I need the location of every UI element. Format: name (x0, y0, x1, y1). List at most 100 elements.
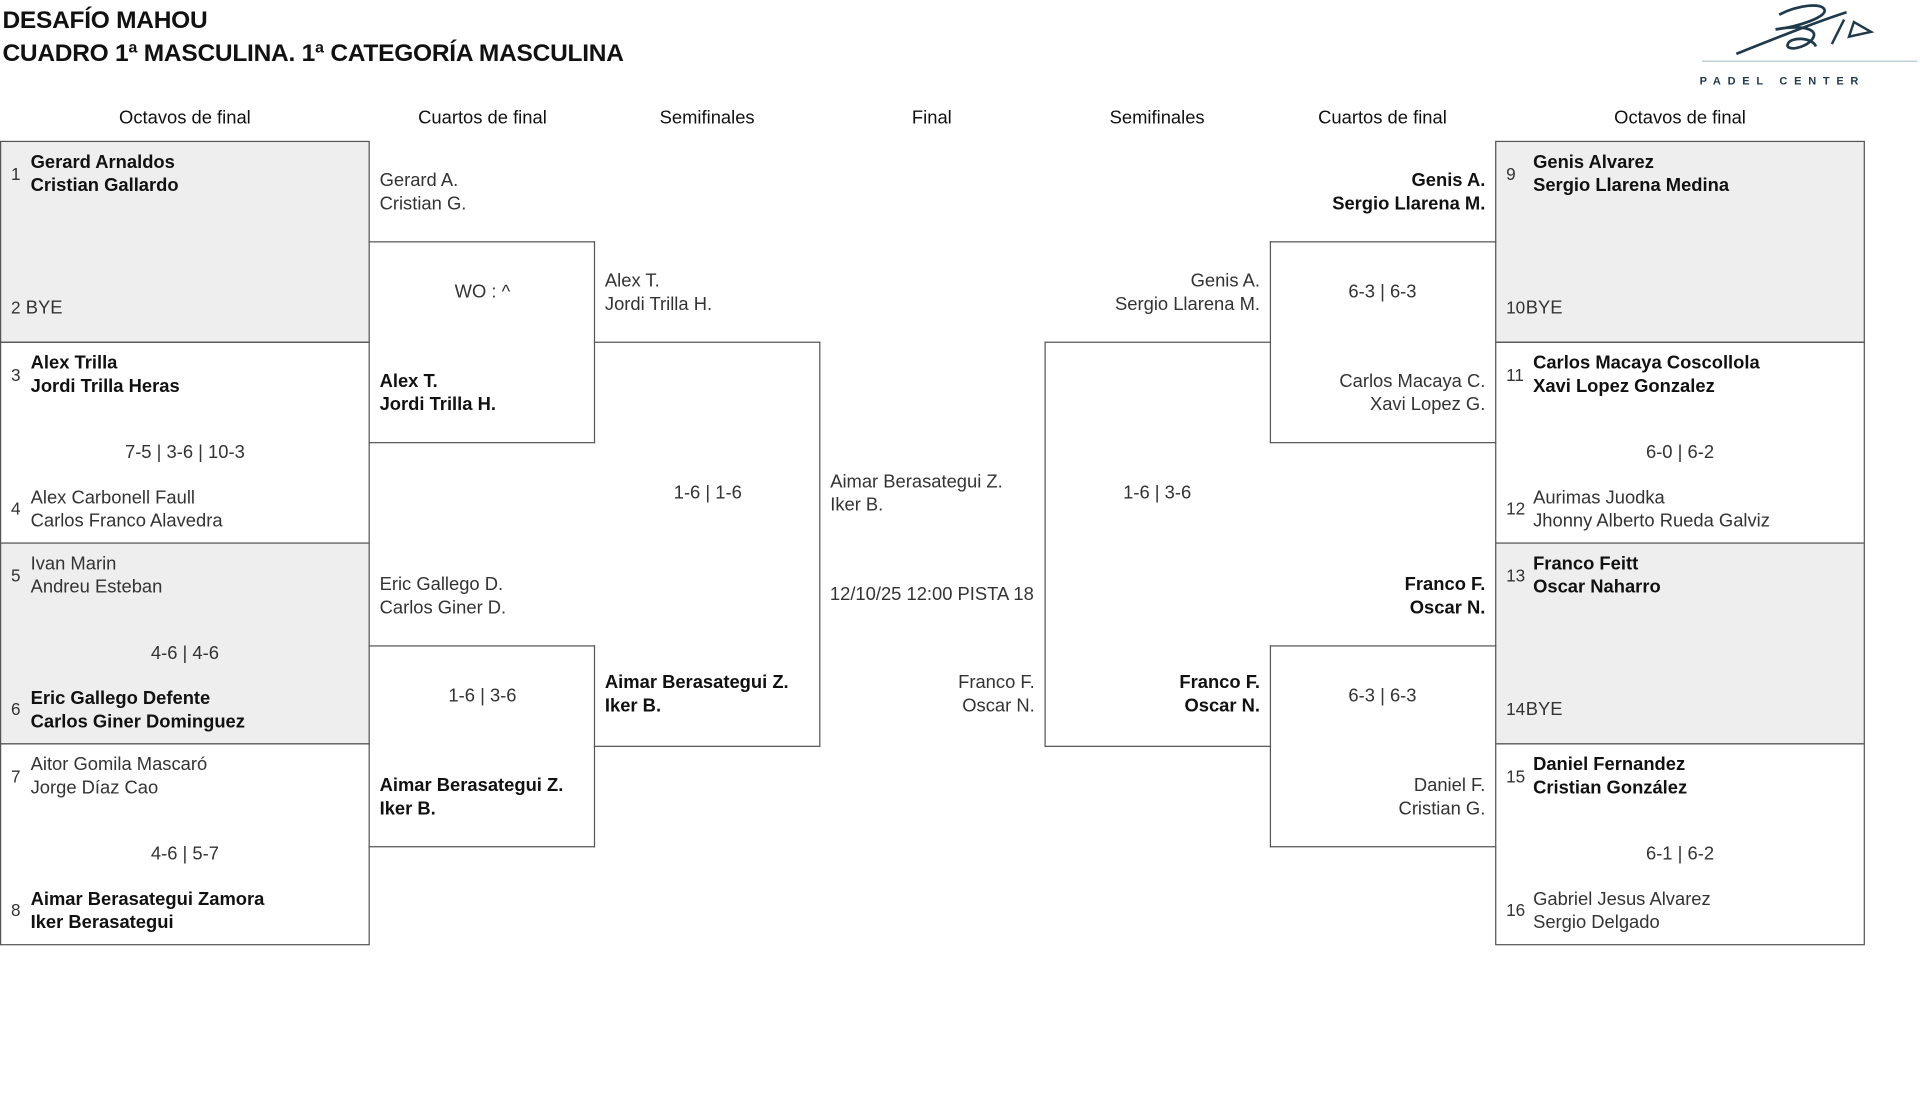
column-header: Octavos de final (1614, 107, 1746, 129)
player-name: Aimar Berasategui Zamora (30, 888, 265, 910)
match-box (0, 542, 370, 745)
finalist-top[interactable]: Aimar Berasategui Z.Iker B. (830, 470, 1003, 517)
player-name: Daniel Fernandez (1533, 754, 1686, 776)
seed-number: 5 (11, 565, 21, 586)
team-entry[interactable]: Aimar Berasategui Z.Iker B. (605, 671, 789, 718)
column-header: Cuartos de final (1318, 107, 1447, 129)
player-name: Carlos Franco Alavedra (30, 510, 223, 532)
match-score: 4-6 | 5-7 (150, 843, 219, 865)
team-entry[interactable]: Franco F.Oscar N. (1405, 573, 1486, 620)
match-score: 1-6 | 1-6 (673, 482, 742, 504)
match-box (1495, 743, 1865, 946)
team-entry[interactable]: BYE (26, 296, 63, 319)
player-name: Alex T. (379, 371, 438, 392)
tournament-title: DESAFÍO MAHOU (2, 7, 208, 35)
player-name: Iker B. (379, 798, 436, 820)
player-name: Genis A. (1190, 270, 1261, 292)
player-name: Aimar Berasategui Z. (830, 471, 1003, 493)
team-entry[interactable]: BYE (1526, 296, 1563, 319)
player-name: Sergio Llarena M. (1115, 293, 1261, 315)
player-name: Franco Feitt (1533, 553, 1639, 575)
player-name: Carlos Giner D. (379, 597, 507, 619)
player-name: Genis A. (1411, 170, 1486, 192)
player-name: Aurimas Juodka (1533, 487, 1665, 509)
final-schedule: 12/10/25 12:00 PISTA 18 (829, 584, 1034, 605)
match-score: 6-3 | 6-3 (1348, 281, 1417, 303)
player-name: Gerard A. (379, 170, 459, 192)
team-entry[interactable]: Franco F.Oscar N. (1179, 671, 1260, 718)
seed-number: 4 (11, 498, 21, 518)
team-entry[interactable]: Alex T.Jordi Trilla H. (380, 370, 496, 417)
team-entry[interactable]: Daniel F.Cristian G. (1399, 774, 1486, 821)
player-name: BYE (1525, 699, 1563, 721)
team-entry[interactable]: Gerard A.Cristian G. (380, 169, 467, 216)
player-name: Carlos Macaya Coscollola (1533, 352, 1760, 374)
player-name: Jordi Trilla H. (379, 394, 496, 416)
player-name: Carlos Giner Dominguez (30, 711, 245, 733)
player-name: Jhonny Alberto Rueda Galviz (1533, 510, 1770, 532)
player-name: Aimar Berasategui Z. (604, 672, 789, 694)
seed-number: 1 (11, 164, 21, 184)
player-name: Sergio Delgado (1533, 912, 1660, 934)
player-name: Xavi Lopez Gonzalez (1533, 375, 1715, 397)
match-score: 1-6 | 3-6 (1123, 482, 1192, 504)
player-name: Oscar N. (962, 695, 1035, 717)
player-name: Andreu Esteban (30, 576, 163, 598)
column-header: Semifinales (1109, 107, 1205, 129)
player-name: Daniel F. (1413, 775, 1486, 796)
seed-number: 8 (11, 900, 21, 920)
player-name: Oscar N. (1184, 695, 1261, 717)
match-box (0, 140, 370, 343)
match-score: 6-0 | 6-2 (1645, 442, 1715, 463)
column-header: Final (911, 107, 952, 129)
player-name: Alex Trilla (30, 352, 118, 374)
player-name: Jordi Trilla H. (604, 293, 713, 315)
player-name: Carlos Macaya C. (1339, 371, 1486, 392)
logo-text: PADEL CENTER (1699, 74, 1866, 87)
player-name: Jordi Trilla Heras (30, 375, 180, 397)
player-name: Gabriel Jesus Alvarez (1533, 888, 1711, 910)
match-score: 6-3 | 6-3 (1348, 685, 1417, 707)
team-entry[interactable]: Eric Gallego D.Carlos Giner D. (380, 573, 507, 620)
seed-number: 3 (11, 364, 21, 385)
column-header: Cuartos de final (418, 107, 547, 129)
player-name: Ivan Marin (30, 553, 117, 575)
team-entry[interactable]: Genis A.Sergio Llarena M. (1332, 169, 1485, 216)
seed-number: 10 (1506, 297, 1526, 318)
player-name: Oscar N. (1409, 597, 1486, 619)
draw-title: CUADRO 1ª MASCULINA. 1ª CATEGORÍA MASCUL… (2, 40, 624, 68)
seed-number: 2 (11, 297, 21, 318)
team-entry[interactable]: BYE (1526, 698, 1563, 721)
finalist-bottom[interactable]: Franco F.Oscar N. (958, 671, 1035, 718)
player-name: Oscar Naharro (1533, 576, 1661, 598)
team-entry[interactable]: Genis A.Sergio Llarena M. (1115, 269, 1260, 316)
player-name: Eric Gallego Defente (30, 688, 211, 709)
seed-number: 16 (1506, 900, 1526, 920)
padel-center-logo: PADEL CENTER (1699, 0, 1920, 87)
seed-number: 13 (1506, 565, 1526, 586)
team-entry[interactable]: Alex T.Jordi Trilla H. (605, 269, 712, 316)
player-name: Iker B. (830, 494, 884, 516)
match-score: 7-5 | 3-6 | 10-3 (124, 442, 245, 463)
seed-number: 7 (11, 766, 21, 787)
player-name: BYE (25, 297, 63, 319)
player-name: Cristian G. (1398, 798, 1486, 820)
team-entry[interactable]: Carlos Macaya C.Xavi Lopez G. (1339, 370, 1485, 417)
signature-logo-icon (1702, 4, 1918, 62)
team-entry[interactable]: Aimar Berasategui Z.Iker B. (380, 774, 564, 821)
seed-number: 15 (1506, 766, 1526, 787)
